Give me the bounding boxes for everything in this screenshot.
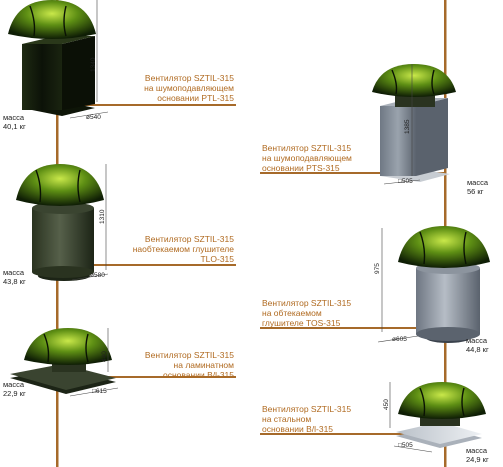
label-line: основании PTS-315	[262, 163, 340, 173]
label-line: Вентилятор SZTIL-315	[144, 234, 234, 244]
product-bl-illustration	[10, 328, 119, 397]
product-tlo-illustration	[16, 164, 109, 281]
label-line: на стальном	[262, 414, 312, 424]
mass-value: 40,1 кг	[3, 122, 26, 131]
product-bs-diameter: □505	[398, 442, 413, 449]
product-pts-label: Вентилятор SZTIL-315 на шумоподавляющем …	[262, 143, 392, 173]
product-tlo-height: 1310	[99, 209, 106, 224]
label-line: TLO-315	[200, 254, 234, 264]
label-line: на ламинатном	[173, 360, 234, 370]
mass-caption: масса	[467, 178, 488, 187]
product-tos-label: Вентилятор SZTIL-315 на обтекаемом глуши…	[262, 298, 392, 328]
label-line: основании PTL-315	[157, 93, 234, 103]
mass-caption: масса	[3, 380, 24, 389]
label-line: Вентилятор SZTIL-315	[262, 404, 352, 414]
label-line: глушителе TOS-315	[262, 318, 341, 328]
mass-value: 44,8 кг	[466, 345, 489, 354]
label-line: наобтекаемом глушителе	[132, 244, 234, 254]
product-pts-diameter: □505	[398, 178, 413, 185]
product-tos-height: 975	[374, 263, 381, 274]
label-line: Вентилятор SZTIL-315	[262, 298, 352, 308]
connector-bs	[260, 433, 446, 435]
product-bs-height: 450	[383, 399, 390, 410]
product-bl-label: Вентилятор SZTIL-315 на ламинатном основ…	[120, 350, 234, 380]
product-tlo-diameter: ø580	[90, 272, 105, 279]
label-line: на обтекаемом	[262, 308, 322, 318]
label-line: Вентилятор SZTIL-315	[262, 143, 352, 153]
mass-value: 43,8 кг	[3, 277, 26, 286]
mass-caption: масса	[3, 268, 24, 277]
product-ptl-label: Вентилятор SZTIL-315 на шумоподавляющем …	[120, 73, 234, 103]
connector-pts	[260, 172, 446, 174]
connector-ptl	[56, 104, 236, 106]
product-ptl-illustration	[8, 0, 109, 119]
mass-caption: масса	[3, 113, 24, 122]
connector-tlo	[56, 264, 236, 266]
label-line: Вентилятор SZTIL-315	[144, 73, 234, 83]
product-pts-mass: масса 56 кг	[467, 178, 488, 196]
connector-tos	[260, 327, 446, 329]
mass-caption: масса	[466, 446, 487, 455]
product-pts-illustration	[372, 64, 456, 185]
mass-caption: масса	[466, 336, 487, 345]
product-bl-mass: масса 22,9 кг	[3, 380, 26, 398]
product-tos-diameter: ø605	[392, 336, 407, 343]
product-ptl-height: 1340	[90, 57, 97, 72]
mass-value: 56 кг	[467, 187, 484, 196]
product-ptl-mass: масса 40,1 кг	[3, 113, 26, 131]
product-bl-height: 440	[101, 351, 108, 362]
connector-bl	[56, 376, 236, 378]
label-line: основании B/l-315	[162, 370, 234, 380]
mass-value: 22,9 кг	[3, 389, 26, 398]
product-tos-illustration	[377, 226, 490, 343]
product-tlo-label: Вентилятор SZTIL-315 наобтекаемом глушит…	[120, 234, 234, 264]
product-ptl-diameter: ø540	[86, 114, 101, 121]
product-bl-diameter: □615	[92, 388, 107, 395]
product-bs-illustration	[389, 382, 486, 453]
label-line: основании B/l-315	[262, 424, 334, 434]
product-pts-height: 1385	[404, 119, 411, 134]
product-bs-mass: масса 24,9 кг	[466, 446, 489, 464]
product-bs-label: Вентилятор SZTIL-315 на стальном основан…	[262, 404, 392, 434]
label-line: на шумоподавляющем	[144, 83, 234, 93]
label-line: на шумоподавляющем	[262, 153, 352, 163]
label-line: Вентилятор SZTIL-315	[144, 350, 234, 360]
product-tlo-mass: масса 43,8 кг	[3, 268, 26, 286]
product-tos-mass: масса 44,8 кг	[466, 336, 489, 354]
mass-value: 24,9 кг	[466, 455, 489, 464]
